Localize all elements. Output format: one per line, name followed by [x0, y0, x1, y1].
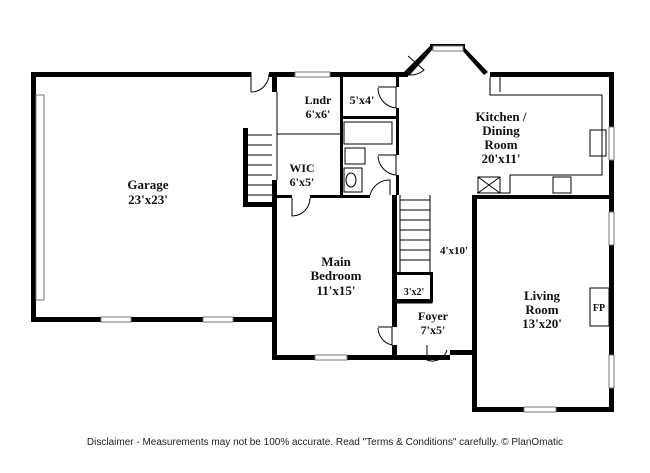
kitchen-size: 20'x11' — [481, 151, 520, 166]
garage-size: 23'x23' — [128, 192, 168, 207]
foyer-name: Foyer — [418, 309, 449, 323]
bedroom-name-2: Bedroom — [310, 268, 361, 283]
living-name-1: Living — [524, 288, 561, 303]
hall-size: 4'x10' — [440, 245, 468, 257]
exterior-walls — [31, 44, 614, 412]
windows — [35, 45, 615, 413]
laundry-name: Lndr — [305, 93, 332, 107]
fireplace-label: FP — [593, 303, 605, 314]
bedroom-size: 11'x15' — [316, 283, 355, 298]
garage-stairs — [248, 134, 272, 196]
kitchen-name-3: Room — [484, 137, 517, 152]
bath-size: 5'x4' — [350, 93, 375, 107]
interior-walls — [243, 72, 614, 360]
laundry-size: 6'x6' — [306, 107, 331, 121]
wic-size: 6'x5' — [290, 175, 315, 189]
living-size: 13'x20' — [522, 316, 562, 331]
garage-name: Garage — [127, 177, 168, 192]
foyer-size: 7'x5' — [421, 323, 446, 337]
hall-stairs — [399, 195, 431, 272]
living-name-2: Room — [525, 302, 558, 317]
wic-name: WIC — [289, 161, 314, 175]
bedroom-name-1: Main — [321, 254, 351, 269]
closet-size: 3'x2' — [404, 287, 425, 298]
disclaimer-text: Disclaimer - Measurements may not be 100… — [86, 437, 564, 448]
kitchen-name-2: Dining — [482, 123, 520, 138]
fixtures — [248, 55, 610, 362]
kitchen-name-1: Kitchen / — [476, 109, 527, 124]
room-labels: Garage 23'x23' Lndr 6'x6' 5'x4' WIC 6'x5… — [127, 93, 605, 337]
